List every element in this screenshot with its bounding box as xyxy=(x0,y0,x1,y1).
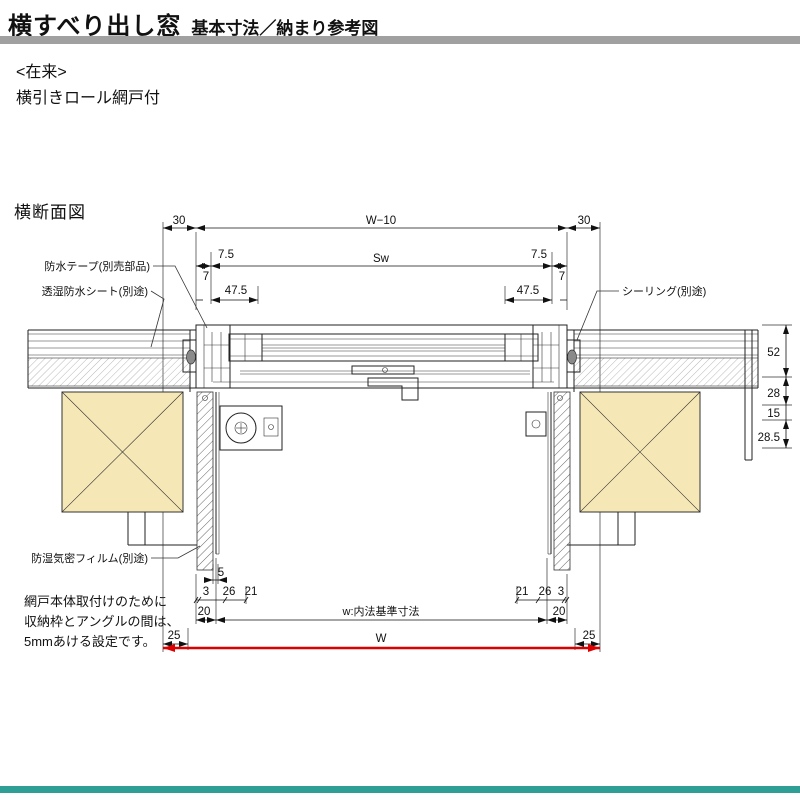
page-title: 横すべり出し窓 xyxy=(8,13,182,40)
angle-pieces xyxy=(215,392,552,555)
dim-left-47-5: 47.5 xyxy=(225,285,247,297)
screen-type-label: 横引きロール網戸付 xyxy=(16,90,161,107)
footer-accent-bar xyxy=(0,786,800,793)
header-divider-bar xyxy=(0,36,800,44)
left-wall-section xyxy=(27,329,197,546)
dim-left-7-5: 7.5 xyxy=(218,249,234,261)
dim-overall-w: W xyxy=(376,633,387,645)
dim-bottom-left-26: 26 xyxy=(223,586,236,598)
sealing-label: シーリング(別途) xyxy=(622,284,706,298)
dim-depth-28-5: 28.5 xyxy=(758,432,780,444)
dim-bottom-left-25: 25 xyxy=(168,630,181,642)
right-casing xyxy=(553,391,571,571)
construction-type-label: <在来> xyxy=(16,64,67,81)
page-header: 横すべり出し窓 基本寸法／納まり参考図 xyxy=(8,6,378,41)
breathable-sheet-label: 透湿防水シート(別途) xyxy=(42,284,148,298)
dim-bottom-left-3: 3 xyxy=(203,586,209,598)
dim-sw: Sw xyxy=(373,253,390,265)
section-title: 横断面図 xyxy=(14,203,86,222)
left-casing xyxy=(196,391,214,571)
dim-bottom-right-26: 26 xyxy=(539,586,552,598)
window-frame-section xyxy=(195,324,571,571)
left-sealing-bead xyxy=(186,349,196,365)
note-line-3: 5mmあける設定です。 xyxy=(24,634,156,649)
breathable-sheet-leader xyxy=(150,290,165,348)
dim-depth-52: 52 xyxy=(767,347,780,359)
sealing-leader xyxy=(576,290,619,341)
screen-install-note: 網戸本体取付けのために 収納枠とアングルの間は、 5mmあける設定です。 xyxy=(24,592,179,652)
dimension-lines xyxy=(163,225,789,647)
dim-bottom-right-25: 25 xyxy=(583,630,596,642)
annotation-labels: 防水テープ(別売部品) 透湿防水シート(別途) シーリング(別途) 防湿気密フィ… xyxy=(31,259,706,565)
dim-gap-5: 5 xyxy=(218,567,224,579)
dim-bottom-right-21: 21 xyxy=(516,586,529,598)
left-jamb-profile xyxy=(195,324,231,389)
dim-depth-15: 15 xyxy=(767,408,780,420)
note-line-1: 網戸本体取付けのために xyxy=(24,594,168,609)
dim-top-w-minus-10: W−10 xyxy=(366,215,396,227)
page-subtitle: 基本寸法／納まり参考図 xyxy=(191,19,379,38)
dim-top-left-30: 30 xyxy=(173,215,186,227)
dim-right-7-5: 7.5 xyxy=(531,249,547,261)
dim-bottom-right-20: 20 xyxy=(553,606,566,618)
dimension-labels: 30 W−10 30 7.5 Sw 7.5 7 47.5 47.5 7 52 2… xyxy=(168,215,780,645)
operator-handle xyxy=(351,365,419,401)
latch-detail xyxy=(525,411,547,437)
dim-depth-28: 28 xyxy=(767,388,780,400)
dim-right-47-5: 47.5 xyxy=(517,285,539,297)
right-sealing-bead xyxy=(567,349,577,365)
right-jamb-profile xyxy=(532,324,568,389)
waterproof-tape-leader xyxy=(153,265,208,329)
dim-top-right-30: 30 xyxy=(578,215,591,227)
dim-bottom-left-21: 21 xyxy=(245,586,258,598)
dim-right-7: 7 xyxy=(559,271,565,283)
dim-left-7: 7 xyxy=(203,271,209,283)
right-wall-section xyxy=(566,329,759,546)
waterproof-tape-label: 防水テープ(別売部品) xyxy=(44,259,150,273)
roll-screen-unit xyxy=(219,405,283,451)
note-line-2: 収納枠とアングルの間は、 xyxy=(24,614,180,629)
dim-inner-width-label: w:内法基準寸法 xyxy=(342,604,420,618)
dim-bottom-left-20: 20 xyxy=(198,606,211,618)
moisture-film-leader xyxy=(151,545,201,559)
moisture-film-label: 防湿気密フィルム(別途) xyxy=(31,551,148,565)
dim-bottom-right-3: 3 xyxy=(558,586,564,598)
